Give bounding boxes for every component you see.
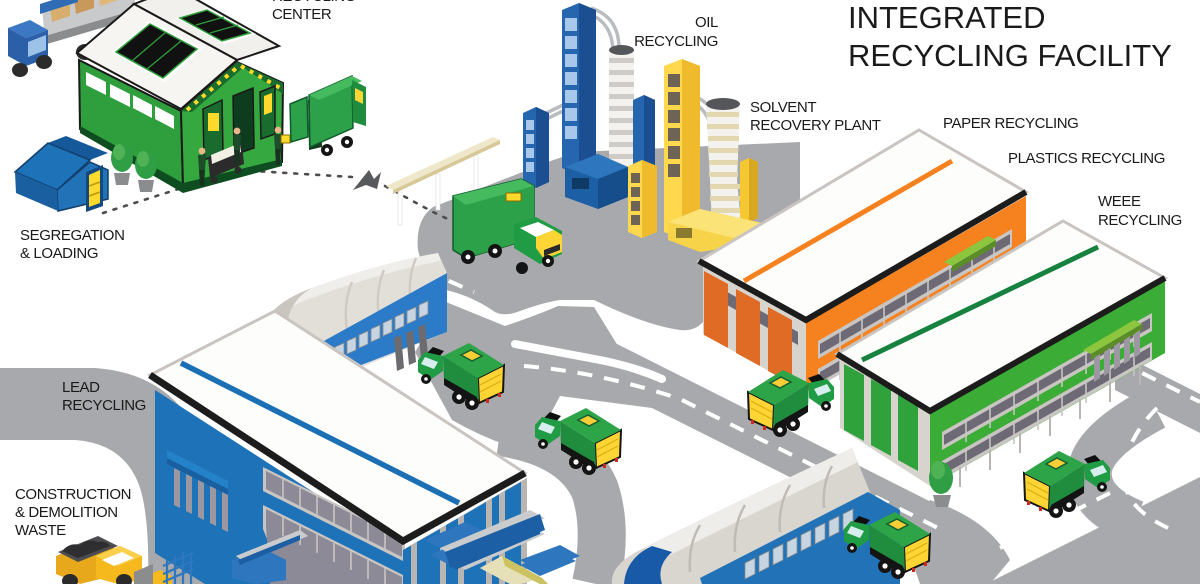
svg-text:PLASTICS RECYCLING: PLASTICS RECYCLING bbox=[1008, 150, 1165, 167]
svg-text:INTEGRATED: INTEGRATED bbox=[848, 0, 1046, 35]
svg-text:LEAD: LEAD bbox=[62, 379, 100, 396]
svg-text:CENTER: CENTER bbox=[272, 6, 332, 23]
svg-text:OIL: OIL bbox=[695, 14, 718, 31]
svg-text:RECYCLING: RECYCLING bbox=[1098, 212, 1182, 229]
svg-text:PAPER RECYCLING: PAPER RECYCLING bbox=[943, 115, 1078, 132]
svg-text:SEGREGATION: SEGREGATION bbox=[20, 227, 125, 244]
svg-text:& DEMOLITION: & DEMOLITION bbox=[15, 504, 118, 521]
svg-text:RECYCLING: RECYCLING bbox=[62, 397, 146, 414]
svg-text:RECYCLING: RECYCLING bbox=[634, 33, 718, 50]
svg-text:WEEE: WEEE bbox=[1098, 193, 1141, 210]
svg-text:RECOVERY PLANT: RECOVERY PLANT bbox=[750, 117, 881, 134]
svg-text:RECYCLING FACILITY: RECYCLING FACILITY bbox=[848, 38, 1172, 73]
svg-text:& LOADING: & LOADING bbox=[20, 245, 98, 262]
svg-text:CONSTRUCTION: CONSTRUCTION bbox=[15, 486, 131, 503]
svg-text:SOLVENT: SOLVENT bbox=[750, 99, 816, 116]
svg-text:WASTE: WASTE bbox=[15, 522, 66, 539]
svg-text:RECYCLING: RECYCLING bbox=[272, 0, 356, 5]
